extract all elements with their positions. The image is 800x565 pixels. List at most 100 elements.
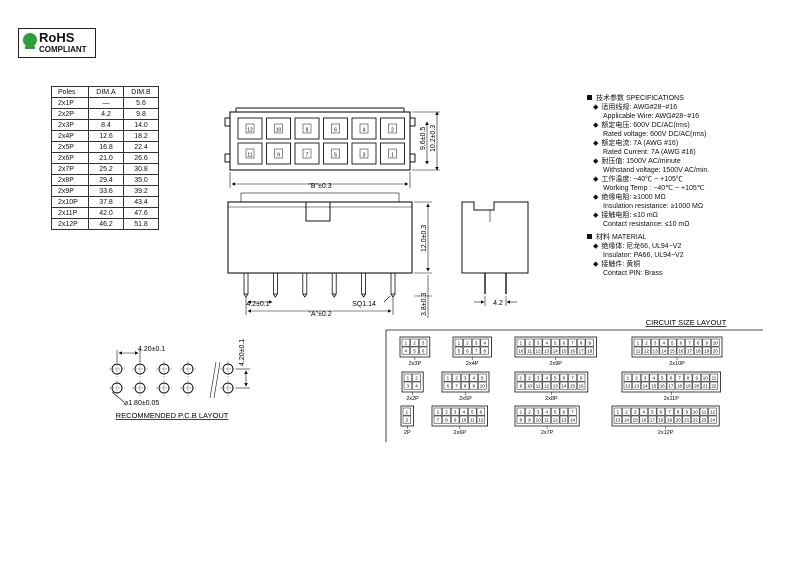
circuit-cell [459,415,468,424]
circuit-cell [516,338,526,347]
front-cavity [294,142,320,165]
circuit-cell [585,338,594,347]
circuit-cell [650,346,660,355]
circuit-cell [648,415,657,424]
rohs-subtitle: COMPLIANT [39,45,87,54]
circuit-number: 10 [536,418,542,423]
circuit-cell [632,373,641,382]
circuit-number: 15 [633,418,639,423]
cavity-number: 10 [276,128,282,134]
circuit-number: 7 [688,341,691,346]
spec-item-cn: ◆绝缘电阻: ≥1000 MΩ [593,194,666,201]
spec-item-en: Contact PIN: Brass [603,270,663,277]
circuit-cell [623,381,633,390]
cavity-number: 12 [247,128,253,134]
spec-item-cn: ◆耐压值: 1500V AC/minute [593,158,681,165]
circuit-cell [692,373,701,382]
circuit-number: 6 [466,349,469,354]
circuit-cell [452,381,461,390]
spec-item-en: Insulator: PA66, UL94−V2 [603,252,684,259]
dimension-table-row: 2x1P—5.6 [51,97,159,109]
circuit-number: 4 [462,410,465,415]
front-cavity [266,142,291,165]
circuit-cell [533,407,543,416]
circuit-cell [585,346,594,355]
circuit-number: 2 [445,410,448,415]
circuit-number: 4 [652,376,655,381]
circuit-number: 18 [658,418,664,423]
circuit-cell [533,415,543,424]
spec-item-cn: ◆工作温度: −40℃ ~ +105℃ [593,176,683,183]
circuit-number: 15 [670,349,676,354]
contact-pin [274,123,283,134]
material-section-heading: 材料 MATERIAL [587,233,709,242]
circuit-cell [642,346,651,355]
dim-body-height: 12.0±0.3 [421,225,428,252]
circuit-cell [576,381,586,390]
circuit-number: 5 [471,410,474,415]
circuit-number: 15 [570,384,576,389]
circuit-number: 9 [528,418,531,423]
circuit-cell [711,346,720,355]
circuit-number: 10 [461,418,467,423]
circuit-number: 5 [661,376,664,381]
spec-section-heading: 技术参数 SPECIFICATIONS [587,94,709,103]
circuit-number: 9 [520,384,523,389]
circuit-number: 4 [472,376,475,381]
circuit-number: 2 [645,341,648,346]
circuit-number: 2 [415,376,418,381]
circuit-cell [471,346,481,355]
diamond-bullet-icon: ◆ [593,212,599,219]
circuit-cell [525,373,534,382]
dim-h2-label: 10.2±0.3 [430,125,437,152]
circuit-cell [410,346,419,355]
cavity-number: 2 [391,128,394,134]
end-view: 4.2 [461,201,529,307]
circuit-cell [516,346,526,355]
spec-item-en: Applicable Wire: AWG#28~#16 [603,113,700,120]
spec-item-en: Rated voltage: 600V DC/AC(rms) [603,131,707,138]
circuit-cell [533,338,543,347]
circuit-number: 6 [563,376,566,381]
circuit-cell [691,415,700,424]
circuit-label: 2x6P [454,430,467,436]
circuit-cell [682,407,691,416]
circuit-cell [656,407,666,416]
circuit-number: 9 [685,410,688,415]
circuit-number: 11 [636,349,641,354]
circuit-cell [673,415,683,424]
circuit-number: 5 [458,349,461,354]
front-cavity [323,142,348,165]
diamond-bullet-icon: ◆ [593,176,599,183]
circuit-cell [468,407,477,416]
circuit-number: 14 [624,418,630,423]
circuit-cell [450,407,460,416]
circuit-number: 16 [660,384,666,389]
diamond-bullet-icon: ◆ [593,194,599,201]
circuit-cell [633,346,643,355]
pin-tip [331,293,337,298]
circuit-cell [402,415,412,424]
circuit-number: 18 [696,349,702,354]
circuit-cell [691,407,700,416]
contact-pin [245,123,255,134]
circuit-cell [649,381,658,390]
circuit-number: 12 [710,410,716,415]
contact-pin [245,148,255,159]
circuit-cell [478,373,487,382]
circuit-cell [568,381,577,390]
circuit-cell [471,338,481,347]
spec-item-en: Withstand voltage: 1500V AC/min. [603,167,710,174]
diamond-bullet-icon: ◆ [593,243,599,250]
circuit-cell [701,373,710,382]
circuit-number: 7 [668,410,671,415]
circuit-cell [568,346,577,355]
side-pin [272,272,278,295]
